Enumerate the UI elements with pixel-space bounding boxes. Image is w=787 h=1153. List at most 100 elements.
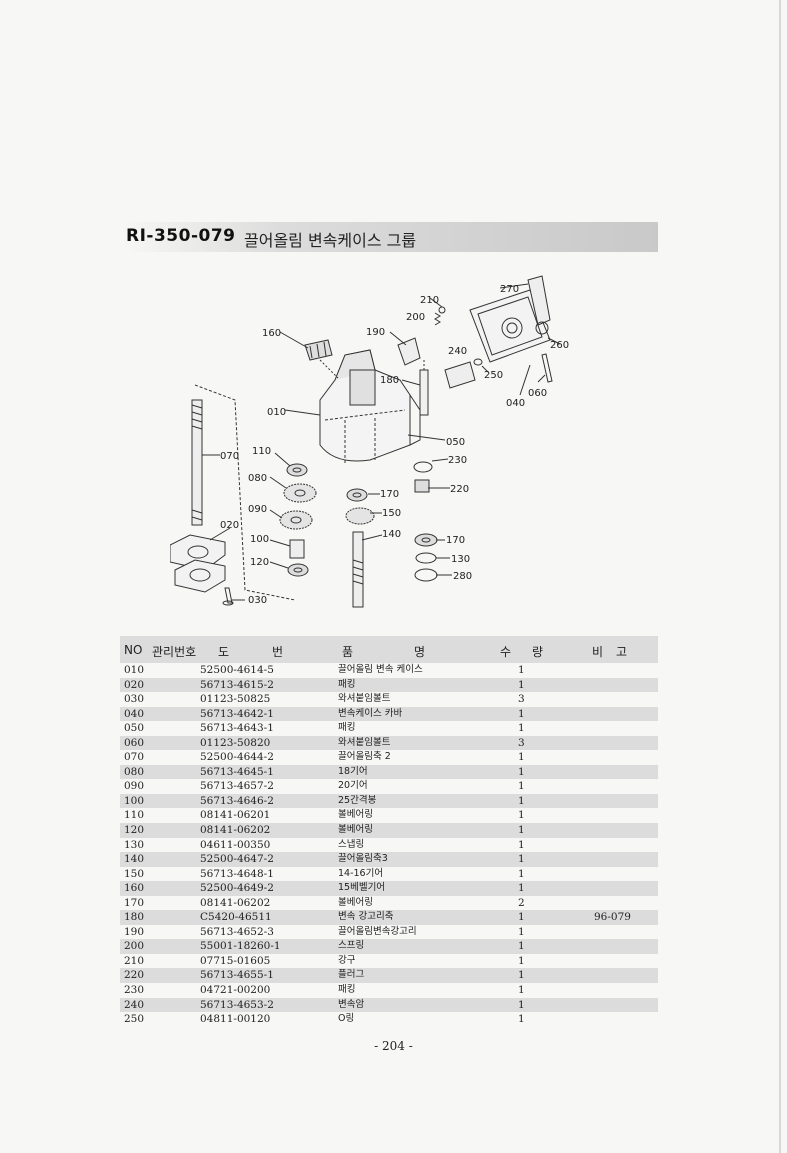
row-quantity: 1	[518, 664, 525, 676]
row-part-number: 56713-4648-1	[200, 867, 274, 880]
label-220: 220	[450, 484, 469, 495]
rod-180	[419, 369, 429, 416]
row-quantity: 1	[518, 969, 525, 982]
label-170b: 170	[446, 535, 465, 546]
label-100: 100	[250, 534, 269, 545]
row-no: 090	[124, 780, 145, 793]
row-part-name: 패킹	[338, 678, 356, 690]
row-part-number: 08141-06201	[200, 809, 271, 822]
row-part-number: 56713-4646-2	[200, 794, 274, 807]
diagram-label-group: 270 210 200 190 160 240 250 260 060 040 …	[220, 284, 569, 606]
row-quantity: 1	[518, 911, 525, 924]
row-part-name: 끌어올림 변속 케이스	[338, 664, 423, 675]
row-part-name: 15베벨기어	[338, 882, 386, 894]
row-quantity: 1	[518, 838, 525, 851]
row-part-name: 플러그	[338, 969, 365, 981]
row-part-name: 14-16기어	[338, 867, 384, 879]
row-part-number: 08141-06202	[200, 824, 271, 837]
plug-220	[414, 479, 430, 493]
label-250: 250	[484, 370, 503, 381]
label-120: 120	[250, 557, 269, 568]
label-090: 090	[248, 504, 267, 515]
row-quantity: 1	[518, 853, 525, 866]
label-110: 110	[252, 446, 271, 457]
row-part-name: 25간격봉	[338, 794, 377, 806]
row-part-name: 볼베어링	[338, 896, 373, 908]
label-130: 130	[451, 554, 470, 565]
ring-280	[414, 568, 438, 582]
row-part-name: 와셔붙임볼트	[338, 693, 391, 705]
row-part-number: 56713-4642-1	[200, 707, 274, 720]
gear-150	[345, 507, 375, 525]
row-part-number: 07715-01605	[200, 954, 271, 967]
row-part-number: 56713-4645-1	[200, 765, 274, 778]
row-quantity: 1	[518, 722, 525, 735]
row-quantity: 1	[518, 780, 525, 793]
header-no: NO	[124, 643, 143, 657]
title-bar	[122, 222, 658, 252]
row-no: 130	[124, 838, 145, 851]
row-no: 140	[124, 853, 145, 866]
row-part-number: 52500-4649-2	[200, 882, 274, 895]
label-140: 140	[382, 529, 401, 540]
label-160: 160	[262, 328, 281, 339]
row-part-number: 52500-4647-2	[200, 853, 274, 866]
row-part-name: 끌어올림축3	[338, 853, 388, 865]
row-no: 050	[124, 722, 145, 735]
row-no: 120	[124, 824, 145, 837]
row-quantity: 1	[518, 984, 525, 997]
label-270: 270	[500, 284, 519, 295]
group-code: RI-350-079	[126, 226, 236, 246]
handle-270	[527, 275, 551, 326]
page-edge	[779, 0, 781, 1153]
spacer-100	[289, 539, 305, 559]
label-210: 210	[420, 295, 439, 306]
header-dwg-1: 도	[218, 645, 230, 659]
header-mgmt: 관리번호	[152, 645, 197, 659]
row-no: 080	[124, 765, 145, 778]
row-quantity: 2	[518, 896, 525, 909]
row-quantity: 3	[518, 693, 525, 706]
row-no: 020	[124, 678, 145, 691]
row-no: 150	[124, 867, 145, 880]
row-no: 210	[124, 954, 145, 967]
label-010: 010	[267, 407, 286, 418]
gear-080	[283, 483, 317, 503]
row-part-name: 변속케이스 카바	[338, 707, 403, 719]
row-quantity: 1	[518, 751, 525, 764]
row-no: 110	[124, 809, 145, 822]
label-170: 170	[380, 489, 399, 500]
row-part-name: 패킹	[338, 984, 356, 996]
row-no: 060	[124, 736, 145, 749]
row-part-name: 볼베어링	[338, 824, 373, 836]
label-240: 240	[448, 346, 467, 357]
row-quantity: 1	[518, 794, 525, 807]
row-quantity: 1	[518, 882, 525, 895]
row-no: 180	[124, 911, 145, 924]
lever-190	[397, 337, 421, 366]
row-part-name: 20기어	[338, 780, 368, 792]
header-qty-1: 수	[500, 645, 512, 659]
label-150: 150	[382, 508, 401, 519]
row-part-number: 55001-18260-1	[200, 940, 281, 953]
row-no: 190	[124, 925, 145, 938]
row-part-name: 스냅링	[338, 838, 365, 850]
row-no: 010	[124, 664, 145, 676]
row-part-number: 04721-00200	[200, 984, 271, 997]
row-part-number: 56713-4643-1	[200, 722, 274, 735]
label-080: 080	[248, 473, 267, 484]
snap-ring-130	[415, 552, 437, 564]
row-part-name: 와셔붙임볼트	[338, 736, 391, 748]
bearing-110	[286, 463, 308, 477]
row-remark: 96-079	[594, 911, 631, 924]
row-no: 070	[124, 751, 145, 764]
